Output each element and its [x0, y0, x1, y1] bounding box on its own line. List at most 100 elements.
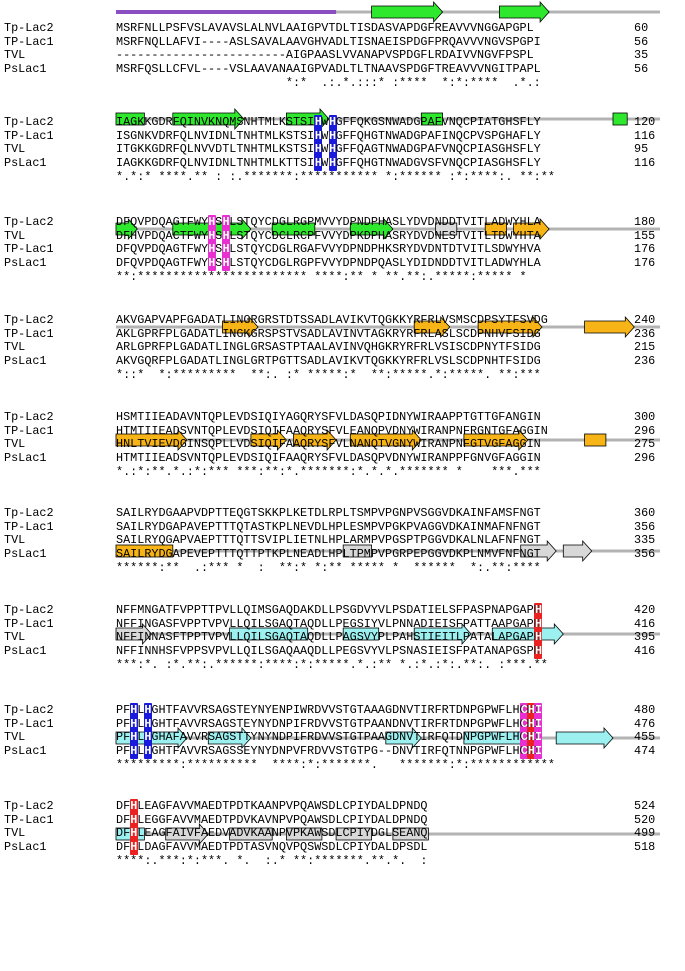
beta-strand-arrow: [250, 428, 287, 452]
residue-count: 300: [634, 410, 656, 424]
highlighted-residue: H: [534, 644, 542, 659]
structure-box: [342, 627, 380, 641]
conserved-residue-highlight: [314, 115, 323, 171]
highlighted-residue: H: [208, 256, 216, 271]
sequence-residues: PFHLHGHAFAVVRSAGSTTYNYNDPIFRDVVSTGTPAAGD…: [116, 730, 541, 745]
sequence-residues: AKVGAPVAPFGADATLINGRGRSTDTSSADLAVIKVTQGK…: [116, 313, 548, 327]
consensus-line: ******:** .:*** * : **:* *:** ***** * **…: [116, 560, 541, 575]
secondary-structure-lane: [115, 622, 660, 646]
sequence-name: TVL: [4, 826, 26, 841]
highlighted-residue: H: [130, 812, 138, 827]
residue-count: 275: [634, 437, 656, 452]
beta-strand-arrow: [115, 217, 138, 241]
beta-strand-arrow: [491, 622, 564, 646]
sequence-name: Tp-Lac2: [4, 115, 54, 129]
highlighted-residue: H: [208, 215, 216, 229]
conserved-residue-highlight: [527, 703, 536, 759]
highlighted-residue: H: [329, 142, 337, 157]
residue-count: 60: [634, 21, 649, 35]
sequence-name: Tp-Lac2: [4, 799, 54, 813]
highlighted-residue: I: [534, 744, 542, 759]
residue-count: 35: [634, 48, 649, 63]
conserved-residue-highlight: [328, 115, 337, 171]
beta-strand-arrow: [513, 217, 550, 241]
highlighted-residue: H: [329, 115, 337, 129]
sequence-name: Tp-Lac2: [4, 703, 54, 717]
residue-count: 335: [634, 533, 656, 548]
highlighted-residue: C: [520, 744, 528, 759]
residue-count: 356: [634, 519, 656, 534]
sequence-residues: DFHVPDQACTFWYHSHLSTQYCDCLRCPFVVYDPKDPHAS…: [116, 228, 541, 243]
sequence-residues: NFFINNHSFVPPSVPVLLQILSGAQAAQDLLPEGSVYVLP…: [116, 644, 541, 659]
highlighted-residue: H: [144, 716, 152, 731]
beta-strand-arrow: [555, 726, 614, 750]
sequence-name: TP-Lac1: [4, 34, 54, 49]
beta-strand-arrow: [222, 315, 259, 339]
sequence-name: TVL: [4, 142, 26, 157]
highlighted-residue: H: [130, 744, 138, 759]
highlighted-residue: H: [534, 603, 542, 617]
conserved-residue-highlight: [129, 799, 138, 855]
secondary-structure-lane: [115, 822, 660, 846]
highlighted-residue: I: [534, 703, 542, 717]
highlighted-residue: H: [130, 730, 138, 745]
sequence-name: TP-Lac1: [4, 616, 54, 631]
sequence-residues: AKLGPRFPLGADATLINGKGRSPSTVSADLAVINVTAGKR…: [116, 326, 541, 341]
highlighted-residue: H: [314, 115, 322, 129]
beta-strand-arrow: [385, 726, 422, 750]
sequence-name: PsLac1: [4, 451, 47, 466]
sequence-residues: DFHLEAGFAVVMAEDTPDTKAANPVPQAWSDLCPIYDALD…: [116, 799, 428, 813]
highlighted-residue: H: [527, 744, 535, 759]
residue-count: 236: [634, 354, 656, 369]
consensus-line: *********:********** ****:*:*******. ***…: [116, 757, 555, 772]
residue-count: 360: [634, 506, 656, 520]
residue-count: 520: [634, 812, 656, 827]
sequence-name: TVL: [4, 437, 26, 452]
sequence-name: PsLac1: [4, 547, 47, 562]
highlighted-residue: I: [534, 730, 542, 745]
residue-count: 455: [634, 730, 656, 745]
structure-box: [584, 433, 607, 447]
highlighted-residue: H: [130, 716, 138, 731]
conserved-residue-highlight: [534, 603, 543, 659]
sequence-name: PsLac1: [4, 62, 47, 77]
highlighted-residue: H: [222, 242, 230, 257]
sequence-name: TP-Lac1: [4, 519, 54, 534]
residue-count: 296: [634, 451, 656, 466]
sequence-name: Tp-Lac2: [4, 410, 54, 424]
sequence-name: Tp-Lac2: [4, 215, 54, 229]
structure-box: [229, 627, 309, 641]
highlighted-residue: H: [314, 142, 322, 157]
beta-strand-arrow: [463, 428, 529, 452]
residue-count: 476: [634, 716, 656, 731]
sequence-residues: PFHLHGHTFAVVRSAGSTEYNYENPIWRDVVSTGTAAAGD…: [116, 703, 541, 717]
highlighted-residue: H: [144, 703, 152, 717]
highlighted-residue: H: [208, 228, 216, 243]
sequence-residues: DFHLEGGFAVVMAEDTPDVKAVNPVPQAWSDLCPIYDALD…: [116, 812, 428, 827]
highlighted-residue: H: [222, 256, 230, 271]
sequence-name: PsLac1: [4, 744, 47, 759]
conserved-residue-highlight: [207, 215, 216, 271]
highlighted-residue: H: [534, 616, 542, 631]
sequence-name: TVL: [4, 48, 26, 63]
secondary-structure-lane: [115, 428, 660, 452]
highlighted-residue: C: [520, 703, 528, 717]
highlighted-residue: H: [130, 840, 138, 855]
sequence-residues: SAILRYDGAPAVEPTTTQTASTKPLNEVDLHPLESMPVPG…: [116, 519, 541, 534]
sequence-residues: DFHLDAGFAVVMAEDTPDTASVNQVPQSWSDLCPIYDALD…: [116, 840, 428, 855]
sequence-name: TP-Lac1: [4, 716, 54, 731]
